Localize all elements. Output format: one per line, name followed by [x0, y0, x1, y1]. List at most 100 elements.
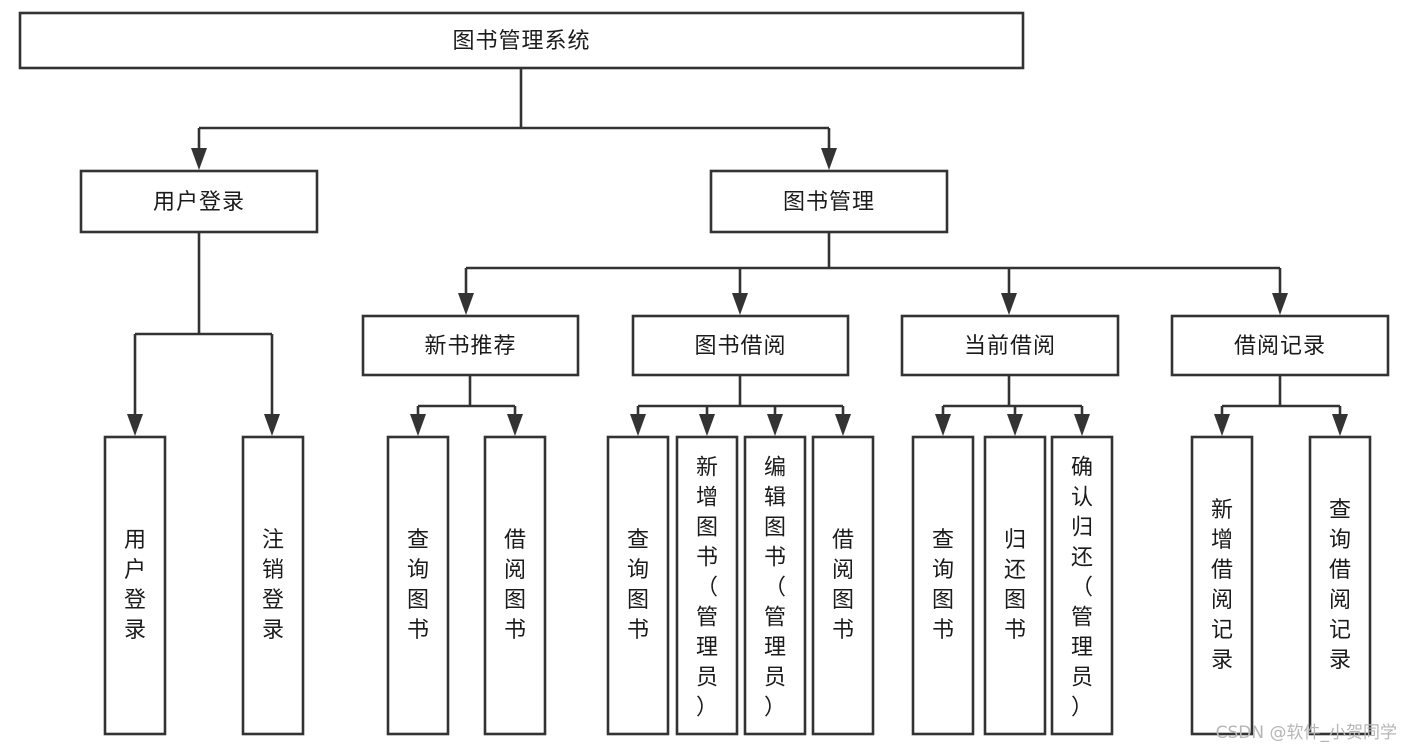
node-box-current-borrow[interactable] — [900, 314, 1120, 377]
node-label-char: 图 — [1004, 588, 1026, 613]
node-label-book-manage: 图书管理 — [783, 190, 875, 215]
node-new-book-rec[interactable]: 新书推荐 — [361, 314, 580, 377]
arrow-head-icon — [1074, 414, 1090, 436]
node-label-char: 理 — [764, 636, 786, 661]
node-label-char: 管 — [764, 606, 786, 631]
node-book-borrow[interactable]: 图书借阅 — [631, 314, 850, 377]
node-label-char: 还 — [1071, 546, 1093, 571]
node-label-char: 书 — [407, 618, 429, 643]
node-label-char: 书 — [696, 546, 718, 571]
node-label-char: 录 — [1329, 648, 1351, 673]
node-box-book-manage[interactable] — [709, 169, 949, 234]
conn-to-leaf-edit-book — [767, 406, 783, 436]
node-box-leaf-borrow-book-1[interactable] — [483, 435, 547, 736]
arrow-head-icon — [732, 293, 748, 315]
node-box-leaf-query-record[interactable] — [1308, 435, 1372, 736]
conn-to-borrow-record — [1272, 268, 1288, 315]
node-label-user-login: 用户登录 — [153, 190, 245, 215]
node-label-char: 借 — [832, 528, 854, 553]
conn-to-leaf-query-book-1 — [410, 406, 426, 436]
node-box-leaf-user-logout[interactable] — [241, 435, 305, 736]
node-leaf-user-login[interactable]: 用户登录 — [103, 435, 167, 736]
node-box-leaf-user-login[interactable] — [103, 435, 167, 736]
conn-to-leaf-add-book — [699, 406, 715, 436]
node-root[interactable]: 图书管理系统 — [18, 11, 1025, 70]
arrow-head-icon — [630, 414, 646, 436]
arrow-head-icon — [127, 414, 143, 436]
node-label-char: 书 — [832, 618, 854, 643]
node-label-char: 录 — [1211, 648, 1233, 673]
arrow-head-icon — [507, 414, 523, 436]
node-book-manage[interactable]: 图书管理 — [709, 169, 949, 234]
conn-to-book-borrow — [732, 268, 748, 315]
node-label-char: 图 — [764, 516, 786, 541]
connectors-layer — [127, 68, 1348, 436]
arrow-head-icon — [1001, 293, 1017, 315]
node-label-char: 阅 — [504, 558, 526, 583]
conn-to-leaf-add-record — [1214, 406, 1230, 436]
node-label-char: 查 — [627, 528, 649, 553]
conn-to-current-borrow — [1001, 268, 1017, 315]
node-label-char: 询 — [932, 558, 954, 583]
node-box-borrow-record[interactable] — [1170, 314, 1390, 377]
node-box-user-login[interactable] — [79, 169, 319, 234]
node-box-leaf-borrow-book-2[interactable] — [811, 435, 875, 736]
node-label-char: 增 — [696, 486, 718, 511]
node-label-char: 销 — [262, 558, 284, 583]
node-box-book-borrow[interactable] — [631, 314, 850, 377]
arrow-head-icon — [935, 414, 951, 436]
arrow-head-icon — [821, 148, 837, 170]
node-box-leaf-confirm-return[interactable] — [1050, 435, 1114, 736]
conn-to-leaf-borrow-book-1 — [507, 406, 523, 436]
conn-to-book-manage — [821, 128, 837, 170]
node-label-char: 管 — [1071, 606, 1093, 631]
node-user-login[interactable]: 用户登录 — [79, 169, 319, 234]
node-box-leaf-add-book[interactable] — [675, 435, 739, 736]
node-box-new-book-rec[interactable] — [361, 314, 580, 377]
node-label-char: 借 — [504, 528, 526, 553]
node-box-leaf-query-book-1[interactable] — [386, 435, 450, 736]
node-box-leaf-add-record[interactable] — [1190, 435, 1254, 736]
node-box-leaf-query-book-3[interactable] — [911, 435, 975, 736]
node-label-char: 查 — [932, 528, 954, 553]
node-label-char: 还 — [1004, 558, 1026, 583]
node-current-borrow[interactable]: 当前借阅 — [900, 314, 1120, 377]
conn-to-leaf-query-book-3 — [935, 406, 951, 436]
node-label-char: 图 — [696, 516, 718, 541]
node-label-char: 编 — [764, 456, 786, 481]
arrow-head-icon — [458, 293, 474, 315]
node-box-leaf-return-book[interactable] — [983, 435, 1047, 736]
node-label-char: 书 — [1004, 618, 1026, 643]
node-label-char: 借 — [1329, 558, 1351, 583]
nodes-layer: 图书管理系统用户登录图书管理新书推荐图书借阅当前借阅借阅记录用户登录注销登录查询… — [18, 11, 1390, 736]
arrow-head-icon — [1272, 293, 1288, 315]
node-label-char: 用 — [124, 528, 146, 553]
node-label-char: 认 — [1071, 486, 1093, 511]
node-label-char: 员 — [764, 666, 786, 691]
node-box-root[interactable] — [18, 11, 1025, 70]
arrow-head-icon — [1214, 414, 1230, 436]
node-borrow-record[interactable]: 借阅记录 — [1170, 314, 1390, 377]
arrow-head-icon — [767, 414, 783, 436]
node-label-char: 查 — [407, 528, 429, 553]
node-box-leaf-query-book-2[interactable] — [606, 435, 670, 736]
arrow-head-icon — [1332, 414, 1348, 436]
node-label-char: 新 — [1211, 498, 1233, 523]
node-label-char: 辑 — [764, 486, 786, 511]
node-label-char: 管 — [696, 606, 718, 631]
node-label-char: 图 — [832, 588, 854, 613]
node-box-leaf-edit-book[interactable] — [743, 435, 807, 736]
